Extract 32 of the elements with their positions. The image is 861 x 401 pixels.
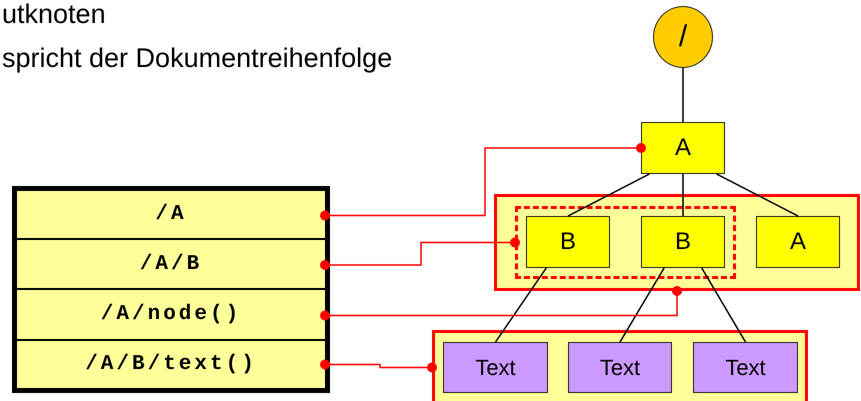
text-node <box>693 342 798 393</box>
text-node <box>568 342 672 393</box>
node-label: /A/B/text() <box>85 353 257 376</box>
heading-text: utknoten <box>2 0 106 30</box>
node-set-frame <box>494 194 860 291</box>
element-node <box>756 216 840 268</box>
node-label: Text <box>725 354 766 380</box>
tree-edge <box>682 174 684 216</box>
node-label: / <box>678 20 688 54</box>
element-node <box>641 122 725 174</box>
node-label: /A/node() <box>100 303 242 326</box>
node-label: A <box>790 228 806 256</box>
leader-line <box>320 238 520 270</box>
element-node <box>641 216 725 268</box>
tree-edge <box>682 68 684 122</box>
node-label: Text <box>600 354 640 380</box>
node-label: /A/B <box>140 252 202 276</box>
tree-edge <box>716 173 798 217</box>
node-set-frame <box>515 206 736 279</box>
node-label: B <box>674 228 691 256</box>
node-label: Text <box>475 354 516 380</box>
element-node <box>526 216 610 268</box>
leader-line <box>320 286 682 320</box>
text-node <box>443 342 548 393</box>
leader-line <box>320 143 646 220</box>
node-label: B <box>560 228 576 256</box>
xpath-table <box>12 186 330 393</box>
node-label: A <box>674 134 691 162</box>
node-label: /A <box>155 203 187 226</box>
node-set-frame <box>432 330 808 401</box>
heading-text: spricht der Dokumentreihenfolge <box>2 42 392 74</box>
leader-line <box>320 360 437 372</box>
